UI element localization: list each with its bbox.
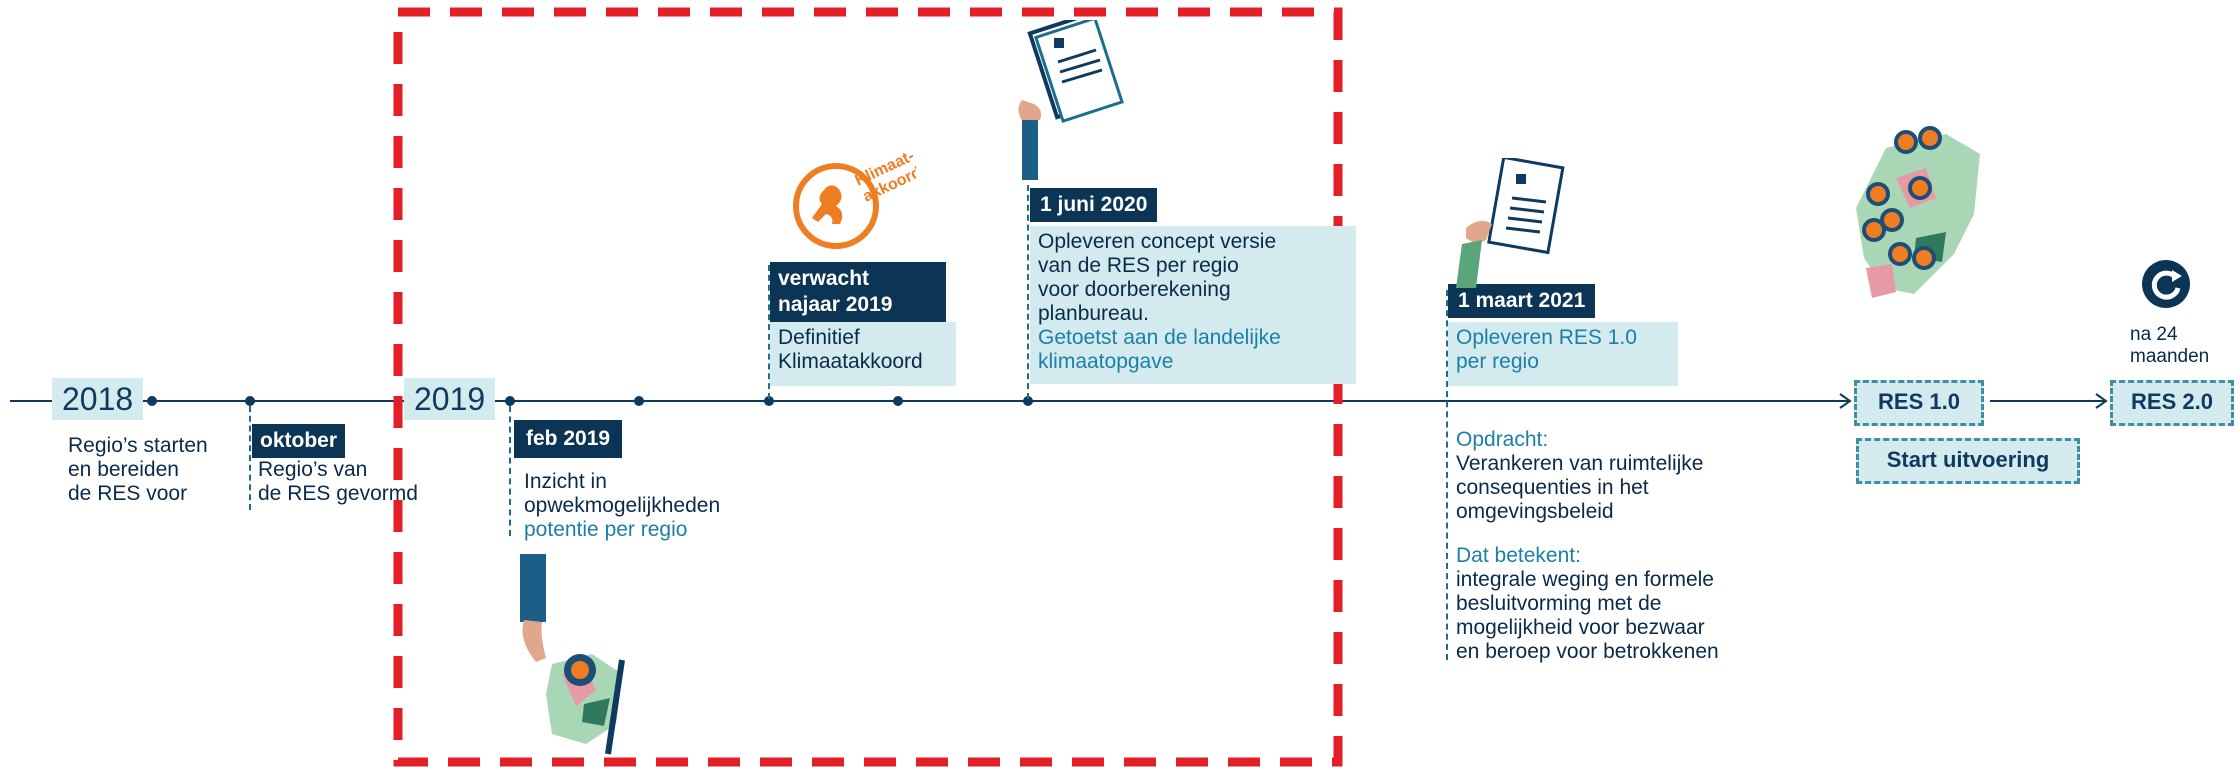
res20-box: RES 2.0 bbox=[2110, 380, 2234, 426]
connector-oktober bbox=[249, 406, 251, 510]
year-2019: 2019 bbox=[404, 378, 496, 420]
document-hand-icon bbox=[1018, 20, 1124, 180]
opdracht-block: Opdracht: Verankeren van ruimtelijke con… bbox=[1456, 428, 1704, 523]
regios-start-text: Regio’s starten en bereiden de RES voor bbox=[68, 434, 208, 505]
connector-feb2019 bbox=[509, 406, 511, 536]
year-2018: 2018 bbox=[52, 378, 144, 420]
highlight-frame bbox=[393, 7, 1343, 767]
dot-oktober bbox=[245, 396, 255, 406]
netherlands-map-icon bbox=[1856, 126, 1980, 298]
maart2021-label: 1 maart 2021 bbox=[1448, 284, 1596, 318]
oktober-label: oktober bbox=[252, 424, 346, 458]
connector-najaar bbox=[768, 265, 770, 399]
dot-2018 bbox=[147, 396, 157, 406]
dot-najaar bbox=[764, 396, 774, 406]
dot-juni2020 bbox=[1023, 396, 1033, 406]
res10-box: RES 1.0 bbox=[1854, 380, 1984, 426]
map-pins bbox=[1862, 126, 1942, 270]
feb2019-text: Inzicht in opwekmogelijkheden potentie p… bbox=[524, 470, 721, 541]
timeline-arrow-1 bbox=[1839, 393, 1852, 409]
najaar2019-text: Definitief Klimaatakkoord bbox=[770, 322, 956, 386]
cycle-icon bbox=[2142, 260, 2190, 308]
dot-2019b bbox=[634, 396, 644, 406]
start-uitvoering-box: Start uitvoering bbox=[1856, 438, 2080, 484]
na24-text: na 24 maanden bbox=[2130, 324, 2210, 367]
timeline-arrow-2 bbox=[2095, 393, 2108, 409]
dot-2020a bbox=[893, 396, 903, 406]
juni2020-text: Opleveren concept versie van de RES per … bbox=[1030, 226, 1356, 384]
dot-feb2019 bbox=[505, 396, 515, 406]
oktober-text: Regio’s van de RES gevormd bbox=[258, 458, 418, 505]
document-hand-icon-2 bbox=[1456, 158, 1565, 288]
betekent-block: Dat betekent: integrale weging en formel… bbox=[1456, 544, 1719, 663]
najaar2019-label: verwacht najaar 2019 bbox=[770, 262, 946, 322]
maart2021-text: Opleveren RES 1.0 per regio bbox=[1448, 322, 1678, 386]
juni2020-label: 1 juni 2020 bbox=[1030, 188, 1158, 222]
connector-juni2020 bbox=[1027, 185, 1029, 399]
region-map-icon bbox=[520, 554, 625, 755]
klimaatakkoord-logo: Klimaat- akkoord bbox=[793, 150, 916, 249]
feb2019-label: feb 2019 bbox=[514, 420, 623, 458]
connector-maart2021 bbox=[1446, 290, 1448, 660]
